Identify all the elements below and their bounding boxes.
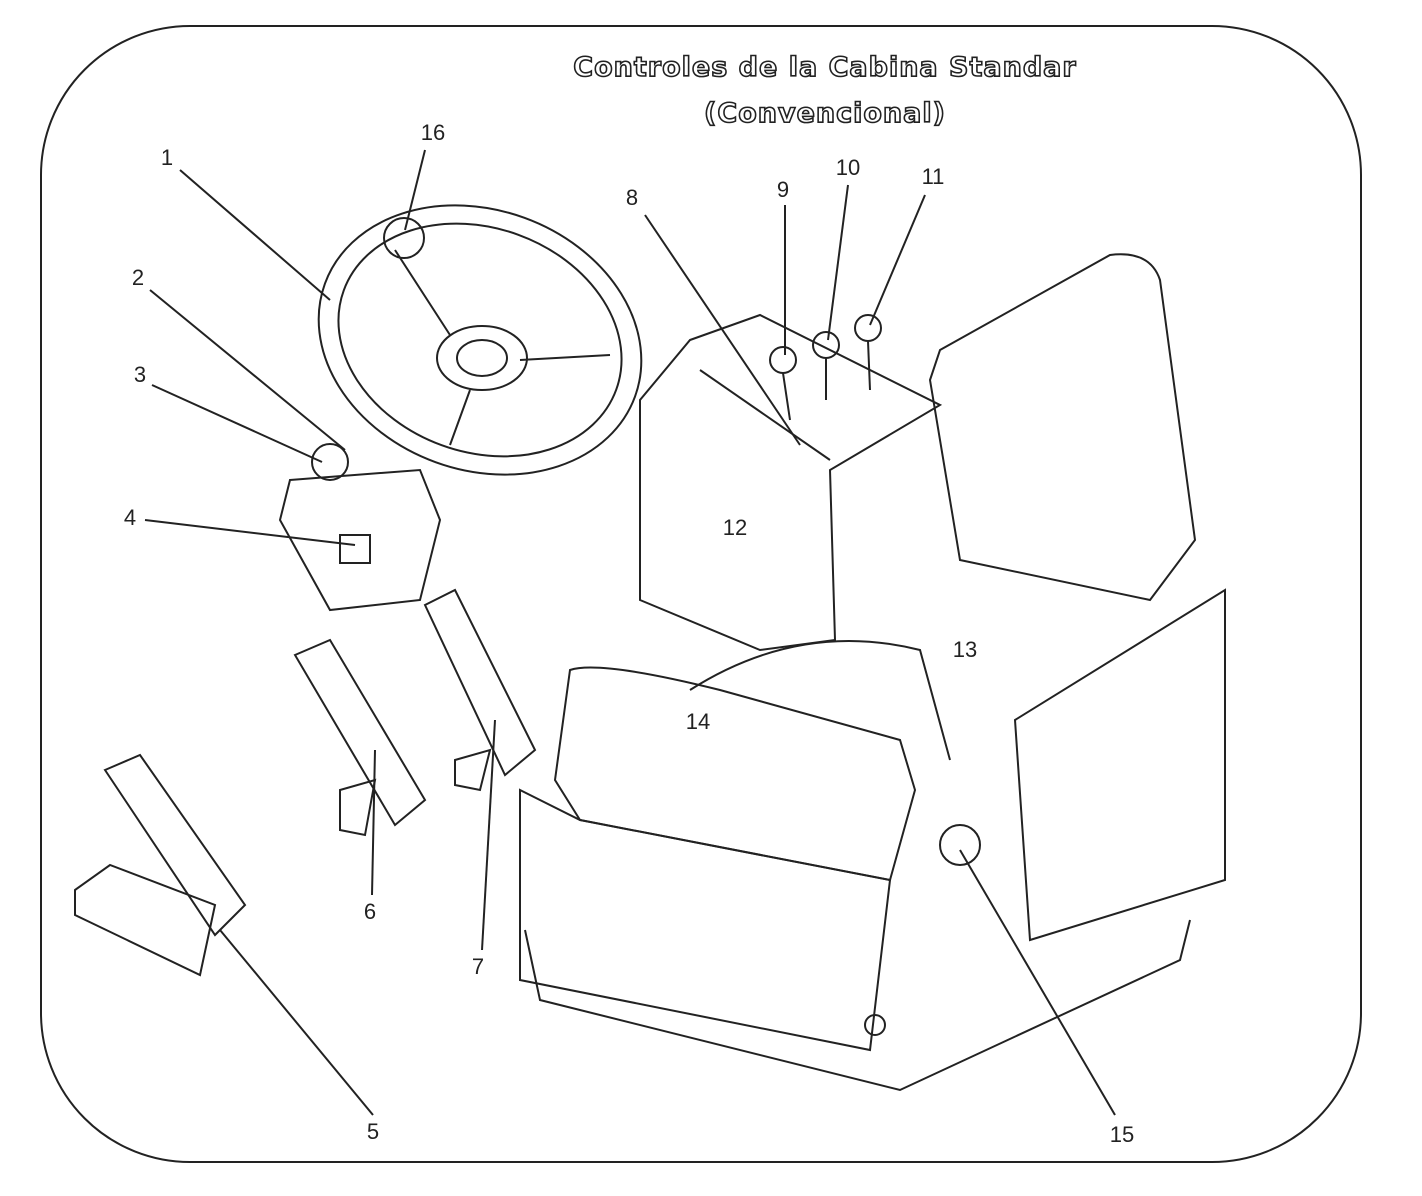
callout-14: 14: [685, 709, 711, 734]
callout-4: 4: [123, 505, 137, 530]
callout-10: 10: [835, 155, 861, 180]
callout-11: 11: [921, 164, 945, 189]
callout-3: 3: [133, 362, 147, 387]
operator-seat: [519, 253, 1226, 1092]
leader-lines: [144, 149, 1116, 1116]
callout-2: 2: [131, 265, 145, 290]
callout-8: 8: [625, 185, 639, 210]
diagram-title: Controles de la Cabina Standar: [572, 51, 1077, 84]
callout-7: 7: [471, 954, 485, 979]
callout-1: 1: [160, 145, 174, 170]
control-console: [639, 313, 943, 652]
callout-13: 13: [952, 637, 978, 662]
diagram-frame: [40, 25, 1362, 1163]
callout-5: 5: [366, 1119, 380, 1144]
callout-9: 9: [776, 177, 790, 202]
callout-6: 6: [363, 899, 377, 924]
callout-12: 12: [722, 515, 748, 540]
callout-15: 15: [1109, 1122, 1135, 1147]
callout-16: 16: [420, 120, 446, 145]
diagram-subtitle: (Convencional): [703, 97, 946, 130]
steering-wheel: [278, 204, 643, 612]
pedals: [74, 588, 537, 977]
